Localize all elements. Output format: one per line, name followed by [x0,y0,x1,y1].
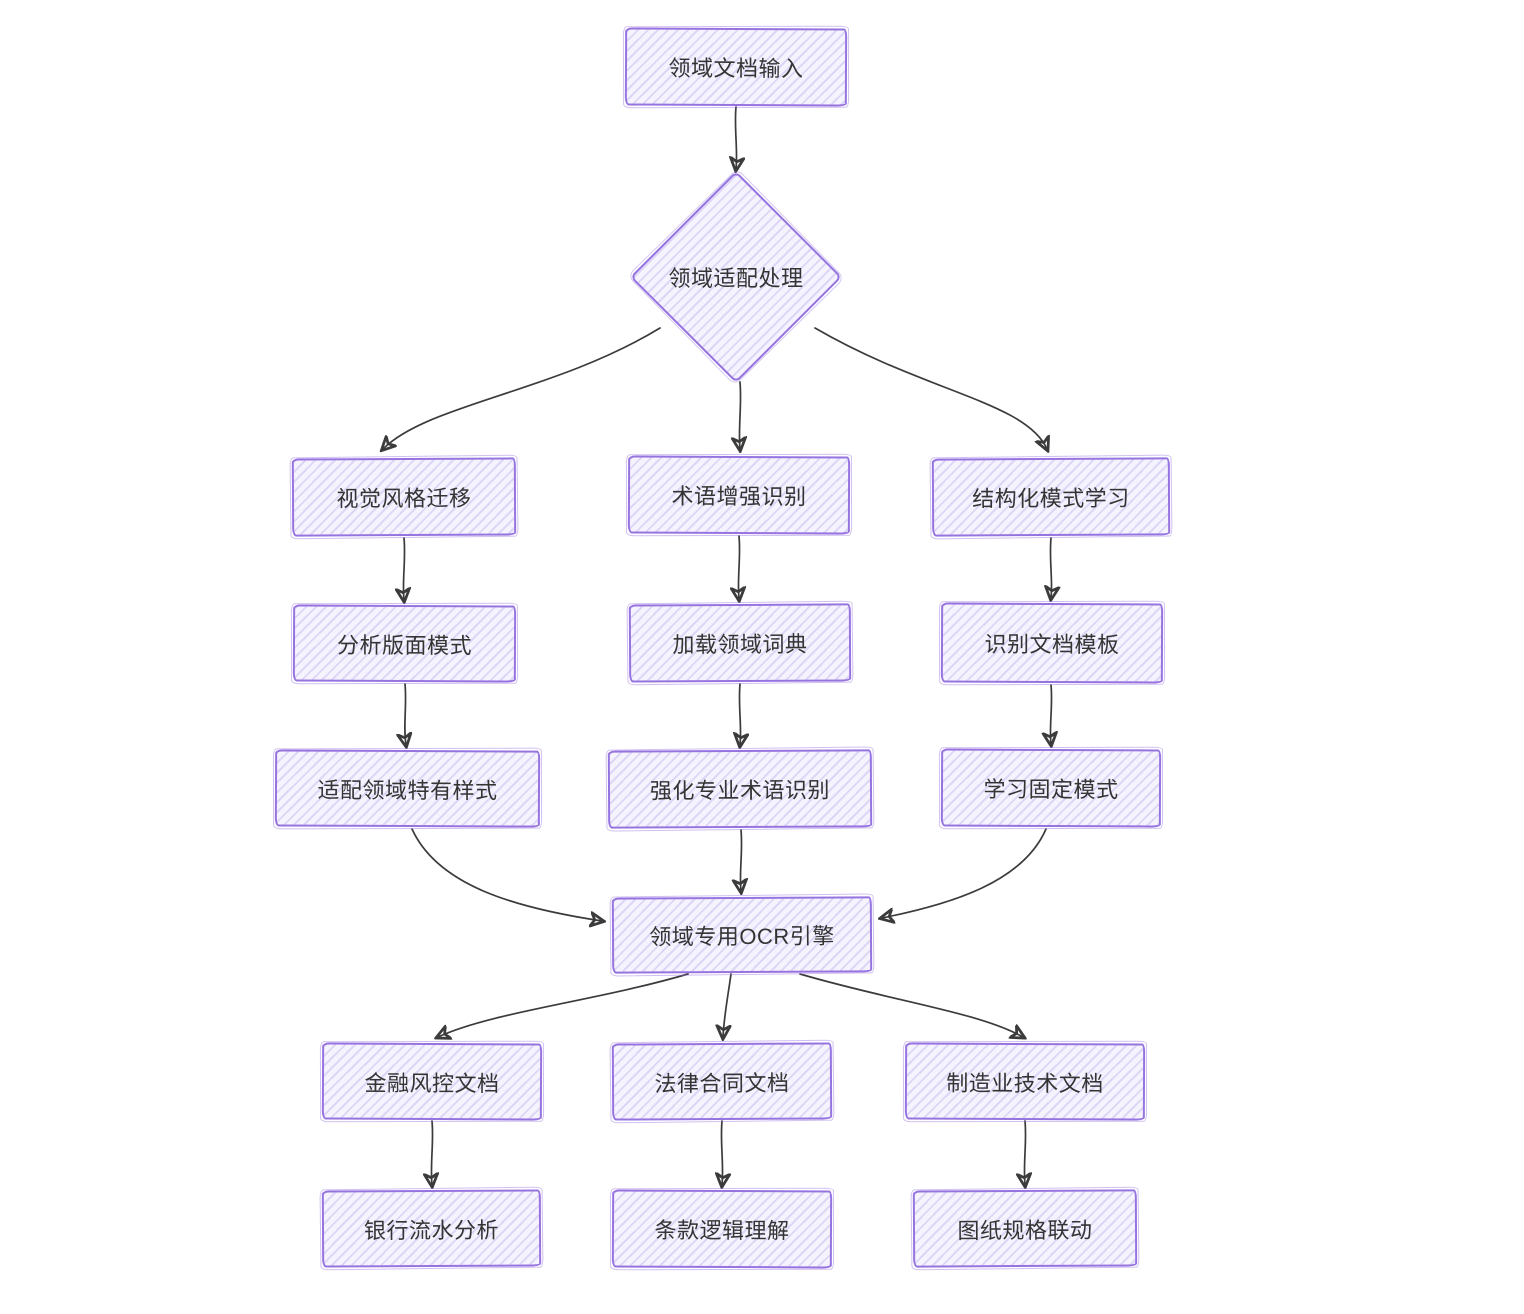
edge-ocr-to-manu [799,973,1023,1037]
node-finance: 金融风控文档 [321,1042,543,1121]
node-layout: 分析版面模式 [292,604,517,683]
edge-fixed-to-ocr [882,828,1047,918]
node-style: 适配领域特有样式 [274,749,541,828]
edge-adapt-to-term [739,381,740,449]
node-legal: 法律合同文档 [611,1042,833,1121]
node-input: 领域文档输入 [624,27,848,107]
node-template: 识别文档模板 [940,602,1164,684]
edge-prof-to-ocr [740,829,741,891]
edge-adapt-to-struct [814,327,1047,449]
node-term: 术语增强识别 [627,455,851,535]
edge-ocr-to-legal [723,973,732,1037]
edge-visual-to-layout [403,537,404,600]
edge-adapt-to-visual [383,327,661,449]
edge-input-to-adapt [735,106,736,169]
edge-dict-to-prof [739,683,740,745]
edge-finance-to-bank [431,1120,432,1185]
edge-manu-to-drawing [1024,1120,1025,1185]
node-clause: 条款逻辑理解 [611,1189,833,1269]
node-prof: 强化专业术语识别 [607,749,873,829]
node-bank: 银行流水分析 [321,1189,542,1268]
node-drawing: 图纸规格联动 [912,1189,1138,1268]
node-adapt: 领域适配处理 [628,170,844,384]
node-manu: 制造业技术文档 [904,1042,1146,1121]
edge-layout-to-style [405,683,406,745]
edge-struct-to-template [1050,537,1051,598]
node-dict: 加载领域词典 [628,603,852,683]
node-fixed: 学习固定模式 [940,748,1162,828]
edge-template-to-fixed [1050,684,1051,744]
node-struct: 结构化模式学习 [931,457,1171,537]
edge-term-to-dict [738,535,739,599]
node-visual: 视觉风格迁移 [291,457,517,537]
diamond-label: 领域适配处理 [668,266,804,291]
edge-style-to-ocr [411,828,602,921]
edge-legal-to-clause [721,1120,722,1185]
node-ocr: 领域专用OCR引擎 [611,896,873,974]
edge-ocr-to-finance [438,973,689,1037]
